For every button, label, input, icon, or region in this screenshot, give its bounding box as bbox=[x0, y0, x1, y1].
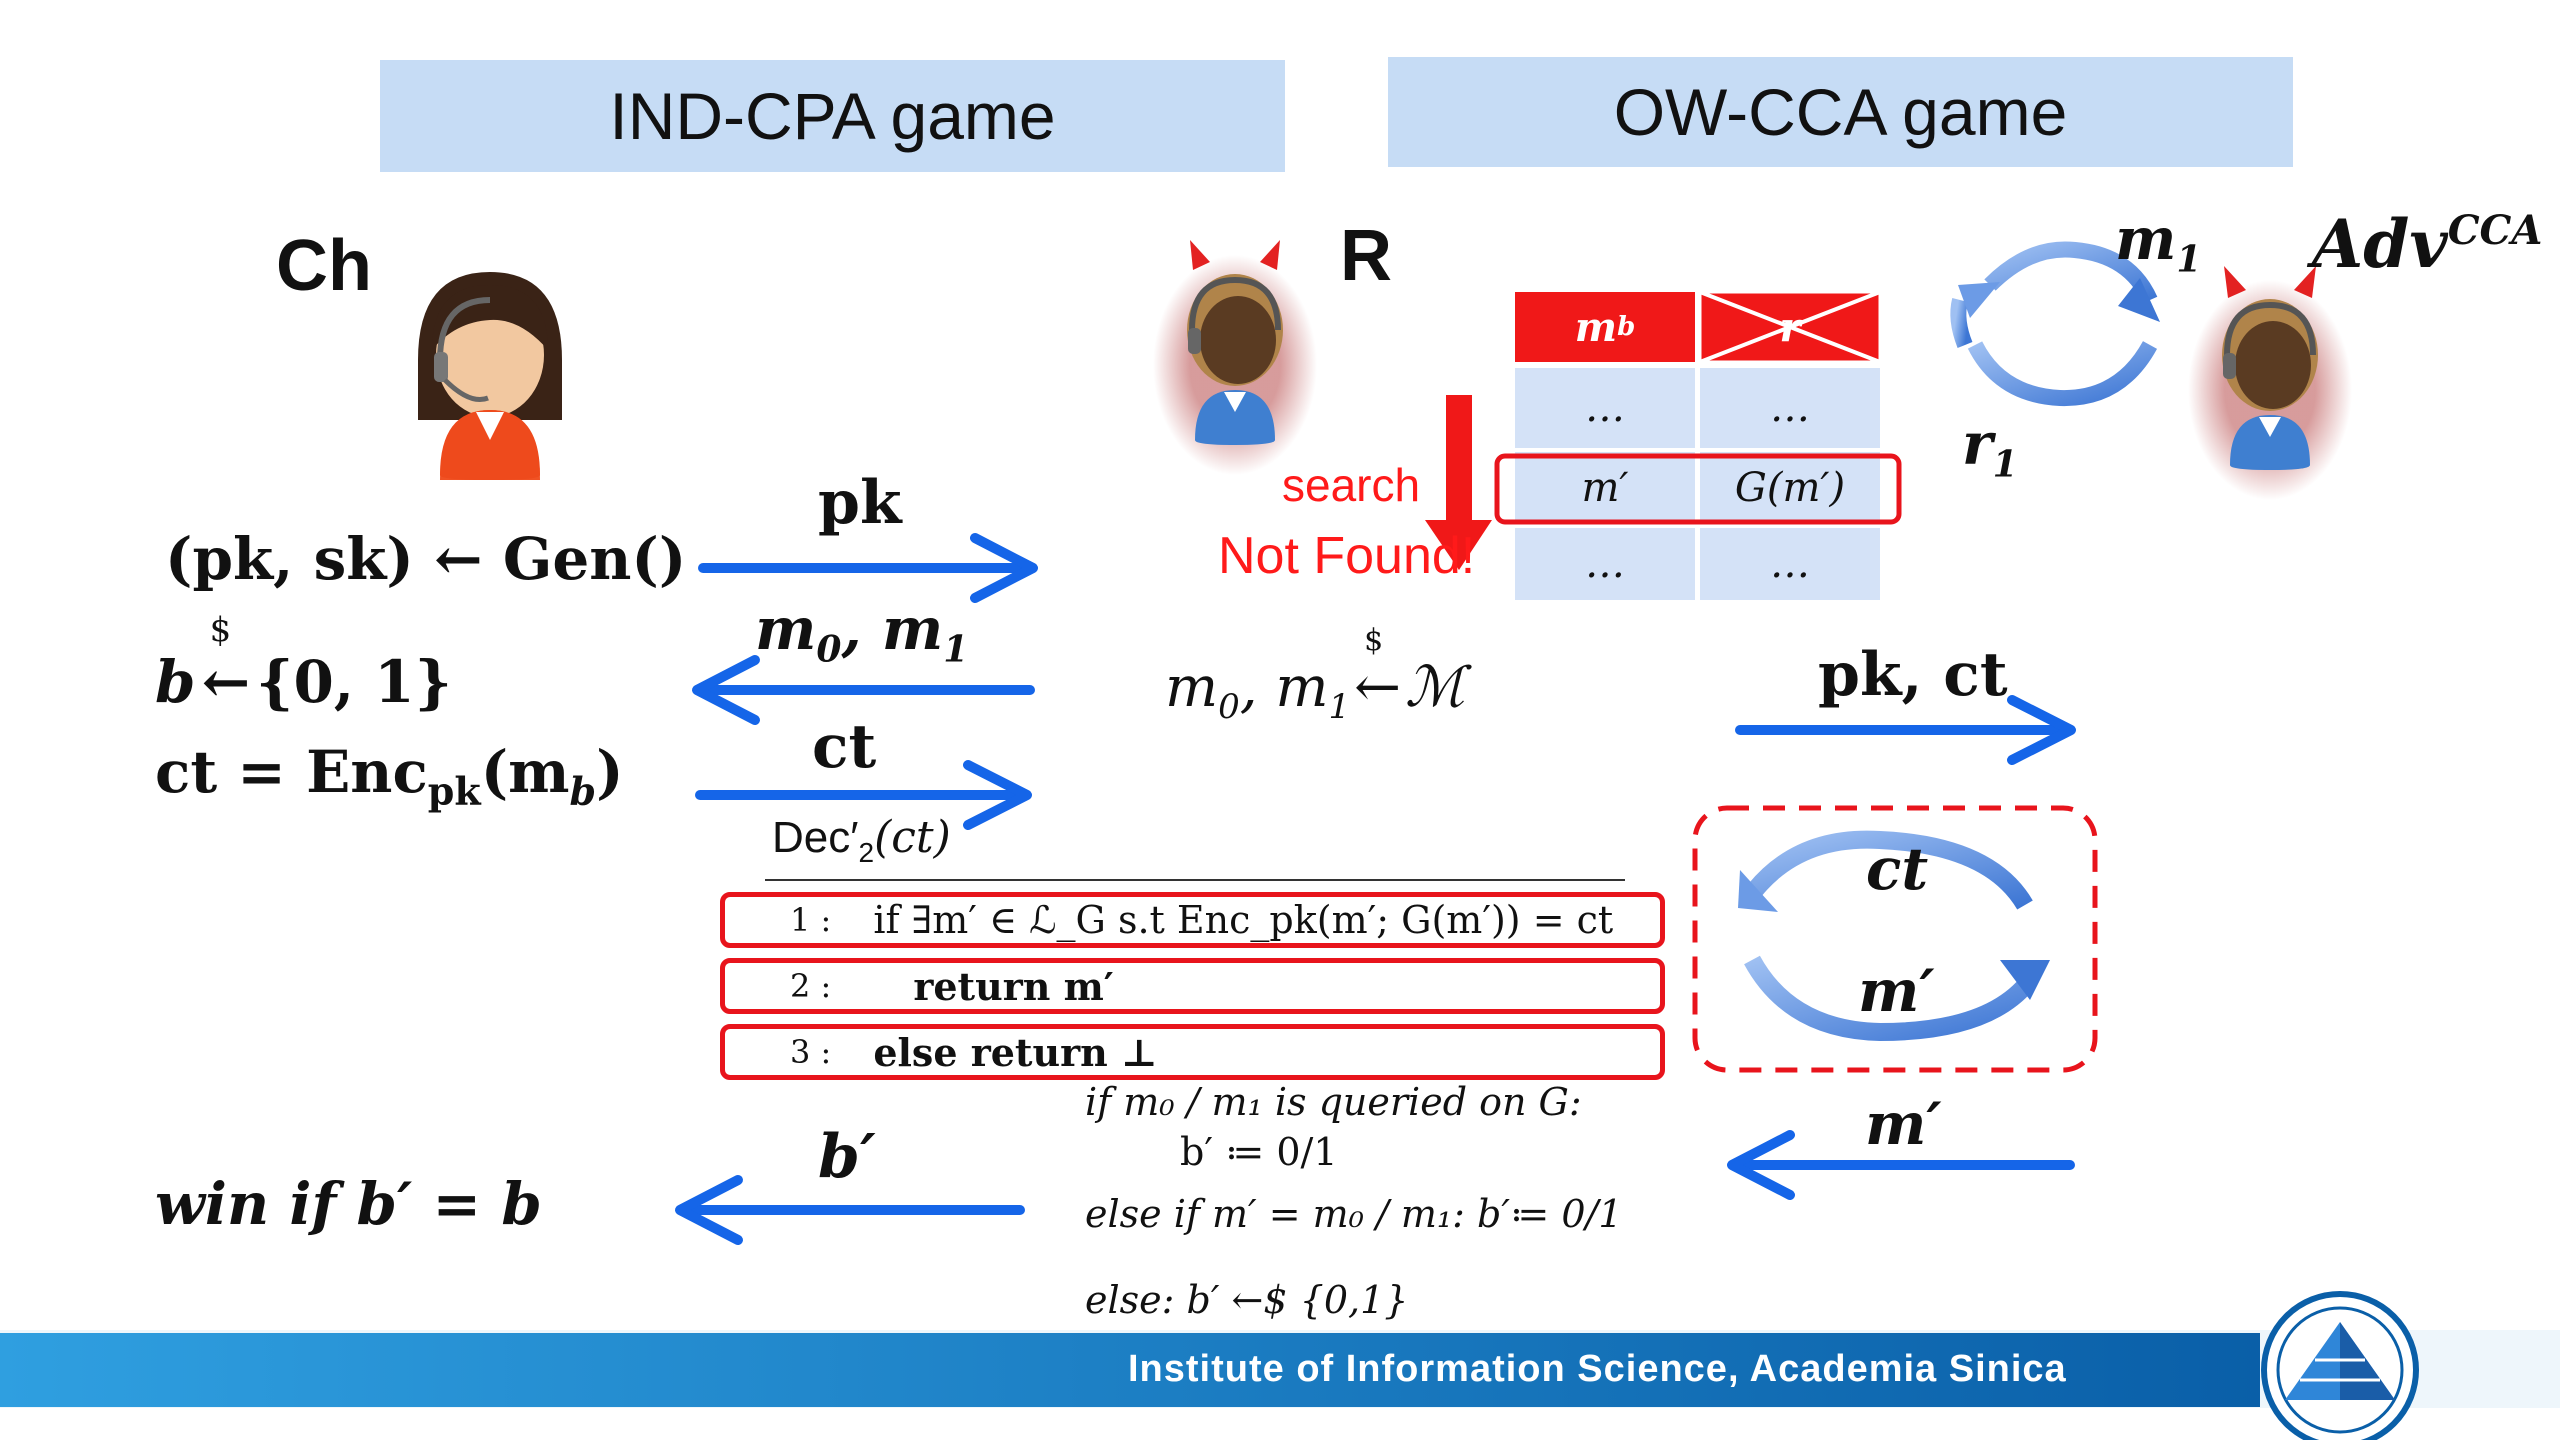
ct-arrow-icon bbox=[695, 760, 1032, 830]
m0-sub: 0 bbox=[816, 628, 842, 671]
not-found-label: Not Found! bbox=[1218, 527, 1476, 585]
ind-cpa-header-label: IND-CPA game bbox=[609, 79, 1056, 153]
m0-m1-arrow-label: m0, m1 bbox=[755, 595, 968, 671]
dec-line-2: 2 : return m′ bbox=[790, 958, 1114, 1014]
dec-line-text: else return ⊥ bbox=[873, 1029, 1158, 1075]
search-label: search bbox=[1282, 459, 1421, 511]
b-prime-arrow-icon bbox=[675, 1175, 1025, 1245]
ct-step: ct = Encpk(mb) bbox=[155, 738, 624, 814]
table-header-mb-sub: b bbox=[1617, 312, 1636, 342]
table-header-mb-base: m bbox=[1574, 303, 1618, 351]
rs-dollar: $ bbox=[1364, 623, 1384, 658]
m1-sub: 1 bbox=[943, 628, 969, 671]
r1-label-base: r bbox=[1962, 410, 1993, 478]
m1-label-sub: 1 bbox=[2176, 238, 2202, 281]
pk-arrow-icon bbox=[698, 533, 1038, 603]
ct-lhs: ct = Enc bbox=[155, 738, 428, 806]
random-oracle-loop-icon bbox=[1950, 241, 2160, 407]
oracle-table bbox=[1494, 290, 1902, 600]
ind-cpa-header: IND-CPA game bbox=[380, 60, 1285, 172]
challenger-avatar-icon bbox=[418, 272, 562, 480]
pk-ct-arrow-icon bbox=[1735, 695, 2076, 765]
footer-institute: Institute of Information Science, Academ… bbox=[1128, 1348, 2067, 1390]
table-cell-g-m-prime: G(m′) bbox=[1734, 465, 1846, 511]
adversary-label-sup: CCA bbox=[2447, 207, 2543, 254]
rs-sub1: 1 bbox=[1328, 687, 1351, 728]
dec-line-text: if ∃m′ ∈ ℒ_G s.t Enc_pk(m′; G(m′)) = ct bbox=[873, 898, 1614, 942]
dec-line-text: return m′ bbox=[913, 963, 1114, 1009]
rule-line-2: b′ ≔ 0/1 bbox=[1180, 1130, 1338, 1174]
dec-title-arg: (ct) bbox=[874, 812, 951, 863]
adversary-label-base: Adv bbox=[2312, 205, 2448, 283]
m-loop-label: m′ bbox=[1858, 957, 1935, 1025]
dec-line-box bbox=[720, 1024, 1665, 1080]
dec-line-box bbox=[720, 892, 1665, 948]
dec-line-box bbox=[720, 958, 1665, 1014]
m1-label: m1 bbox=[2115, 205, 2201, 281]
dec-title-base: Dec′ bbox=[772, 813, 859, 862]
m0-base: m bbox=[755, 595, 817, 663]
ct-msg-sub: b bbox=[569, 768, 597, 814]
reduction-label: R bbox=[1340, 216, 1392, 296]
m1-label-base: m bbox=[2115, 205, 2177, 273]
m0-m1-arrow-icon bbox=[692, 655, 1035, 725]
ct-close: ) bbox=[596, 738, 624, 806]
table-cell: … bbox=[1770, 385, 1810, 431]
rs-sub0: 0 bbox=[1218, 687, 1240, 728]
dec-line-num: 3 : bbox=[790, 1033, 832, 1071]
decryption-oracle-box bbox=[1692, 805, 2098, 1073]
rs-m1: , m bbox=[1239, 655, 1329, 720]
m1-base: , m bbox=[841, 595, 944, 663]
win-condition: win if b′ = b bbox=[155, 1170, 542, 1238]
dec-line-num: 1 : bbox=[790, 901, 832, 939]
table-header-r: r bbox=[1779, 303, 1801, 351]
rule-line-4: else: b′ ←$ {0,1} bbox=[1085, 1278, 1409, 1322]
table-cell: … bbox=[1585, 385, 1625, 431]
b-prime-arrow-label: b′ bbox=[818, 1122, 876, 1192]
r1-label-sub: 1 bbox=[1992, 443, 2018, 486]
dec-line-num: 2 : bbox=[790, 967, 832, 1005]
dec-title: Dec′2(ct) bbox=[772, 812, 951, 869]
table-cell-m-prime: m′ bbox=[1581, 465, 1629, 511]
b-sample-step: b$←{0, 1} bbox=[155, 610, 452, 716]
decryption-loop-icon bbox=[1738, 830, 2050, 1042]
table-cell: … bbox=[1770, 541, 1810, 587]
dec-line-3: 3 : else return ⊥ bbox=[790, 1024, 1157, 1080]
dec-title-sub: 2 bbox=[858, 836, 875, 868]
sample-dollar: $ bbox=[209, 610, 232, 650]
adversary-label: AdvCCA bbox=[2312, 205, 2542, 283]
ct-arrow-label: ct bbox=[812, 712, 877, 782]
ct-rhs: (m bbox=[480, 738, 570, 806]
pk-ct-arrow-label: pk, ct bbox=[1818, 640, 2008, 710]
b-variable: b bbox=[155, 648, 196, 716]
reduction-sample: m0, m1 $←ℳ bbox=[1165, 623, 1465, 728]
gen-step: (pk, sk) ← Gen() bbox=[165, 525, 687, 593]
rule-line-3: else if m′ = m₀ / m₁: b′≔ 0/1 bbox=[1085, 1192, 1623, 1236]
dec-line-1: 1 : if ∃m′ ∈ ℒ_G s.t Enc_pk(m′; G(m′)) =… bbox=[790, 892, 1613, 948]
r1-label: r1 bbox=[1962, 410, 2018, 486]
table-cell: … bbox=[1585, 541, 1625, 587]
footer-bar bbox=[0, 1291, 2560, 1440]
rs-space: ℳ bbox=[1405, 655, 1465, 720]
rs-m0: m bbox=[1165, 655, 1219, 720]
rule-line-1: if m₀ / m₁ is queried on G: bbox=[1085, 1080, 1582, 1124]
m-prime-arrow-label: m′ bbox=[1865, 1090, 1942, 1158]
rs-arrow: ← bbox=[1354, 655, 1402, 720]
ow-cca-header-label: OW-CCA game bbox=[1613, 75, 2068, 149]
ow-cca-header: OW-CCA game bbox=[1388, 57, 2293, 167]
ct-loop-label: ct bbox=[1866, 835, 1929, 903]
ct-enc-sub: pk bbox=[427, 768, 481, 814]
reduction-avatar-icon bbox=[1153, 240, 1317, 475]
search-arrow-icon bbox=[1425, 395, 1492, 570]
pk-arrow-label: pk bbox=[818, 468, 902, 538]
m-prime-arrow-icon bbox=[1727, 1130, 2075, 1200]
challenger-label: Ch bbox=[276, 226, 372, 306]
b-range: {0, 1} bbox=[256, 648, 452, 716]
adversary-avatar-icon bbox=[2188, 266, 2352, 500]
